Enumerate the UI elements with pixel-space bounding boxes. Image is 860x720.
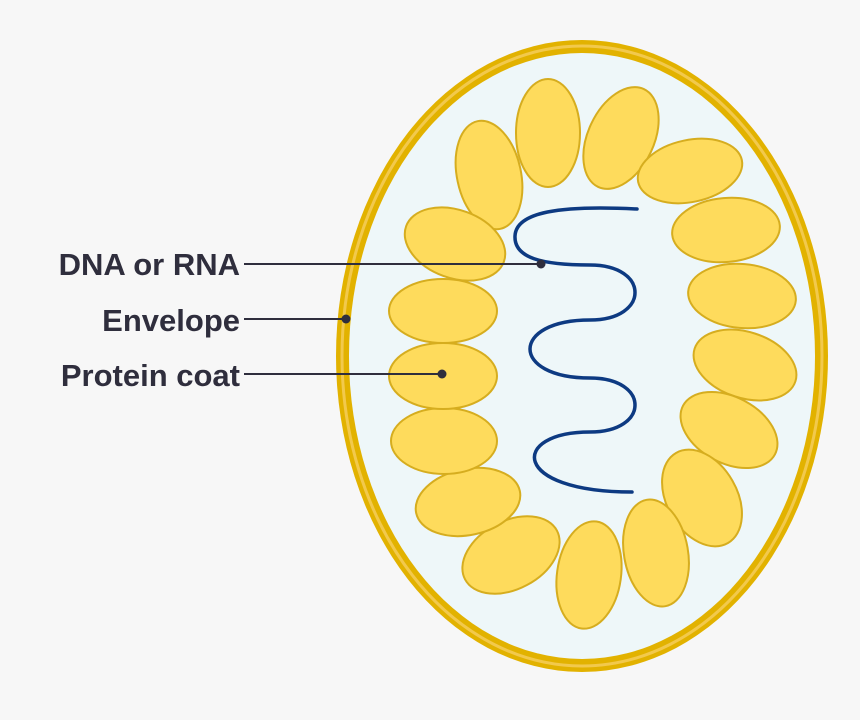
label-protein-coat: Protein coat xyxy=(61,358,240,393)
capsomere xyxy=(390,407,498,475)
capsomere xyxy=(515,78,581,188)
capsomere xyxy=(403,206,507,282)
capsomere xyxy=(388,278,498,344)
leader-dot-envelope xyxy=(341,314,351,324)
leader-dot-protein-coat xyxy=(437,369,447,379)
label-envelope: Envelope xyxy=(102,303,240,338)
capsomere xyxy=(687,262,797,330)
label-dna-or-rna: DNA or RNA xyxy=(59,247,240,282)
leader-lines xyxy=(244,259,546,379)
envelope-highlight xyxy=(340,44,824,668)
leader-dot-dna xyxy=(536,259,546,269)
genome-strand xyxy=(513,206,639,494)
capsomere xyxy=(555,520,623,630)
capsomere xyxy=(582,86,660,190)
capsomere xyxy=(671,196,781,264)
capsomere xyxy=(454,119,524,231)
capsomere xyxy=(636,137,744,205)
capsomere xyxy=(622,498,690,608)
